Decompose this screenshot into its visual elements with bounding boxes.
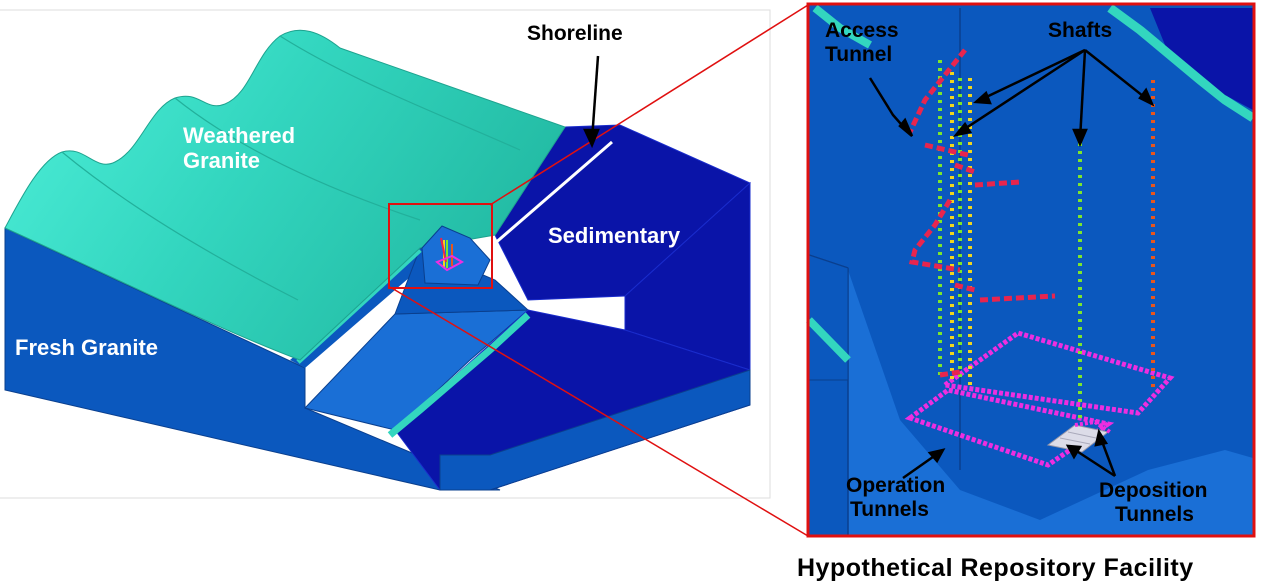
- weathered-granite-strip: [387, 312, 531, 438]
- ridge-line-2: [174, 97, 421, 221]
- ridge-line-3: [279, 35, 521, 151]
- model-outline: [0, 9, 771, 499]
- inset-cyan-strip-top: [812, 4, 872, 49]
- callout-box: [388, 203, 493, 289]
- lower-block-front: [439, 369, 751, 491]
- shoreline-line: [492, 140, 613, 247]
- inset-frame: [806, 2, 1256, 538]
- operation-tunnels: [904, 330, 1175, 468]
- weathered-granite-label: Weathered Granite: [183, 123, 296, 173]
- pit-floor: [304, 309, 530, 431]
- inset-sedimentary-corner: [1150, 8, 1253, 110]
- figure-caption: Hypothetical Repository Facility: [797, 554, 1194, 582]
- access-tunnel-label: Access Tunnel: [825, 19, 899, 66]
- inset-left-block: [808, 254, 849, 381]
- operation-tunnel-upper: [938, 330, 1175, 416]
- fresh-granite-label: Fresh Granite: [15, 335, 159, 360]
- repository-miniature: [435, 237, 465, 272]
- inset-detail: [583, 2, 1256, 538]
- sedimentary-label: Sedimentary: [548, 223, 681, 248]
- ridge-line-1: [61, 151, 299, 301]
- callout-line-top: [489, 4, 809, 206]
- pointer-arrows: [583, 48, 1155, 480]
- operation-tunnel-lower: [904, 387, 1115, 468]
- access-tunnel: [907, 48, 1056, 378]
- repository-excavation: [421, 225, 491, 286]
- weathered-granite-surface: [4, 29, 566, 361]
- shafts-label: Shafts: [1048, 19, 1113, 42]
- operation-tunnels-label: Operation Tunnels: [846, 474, 946, 521]
- inset-pit-floor: [848, 270, 1253, 535]
- inset-cyan-strip-left: [806, 317, 851, 363]
- callout-line-bottom: [389, 286, 809, 537]
- inset-cyan-stair: [1107, 4, 1256, 122]
- geologic-model: [0, 9, 771, 499]
- deposition-tunnels-label: Deposition Tunnels: [1099, 479, 1208, 526]
- shoreline-label: Shoreline: [527, 22, 623, 45]
